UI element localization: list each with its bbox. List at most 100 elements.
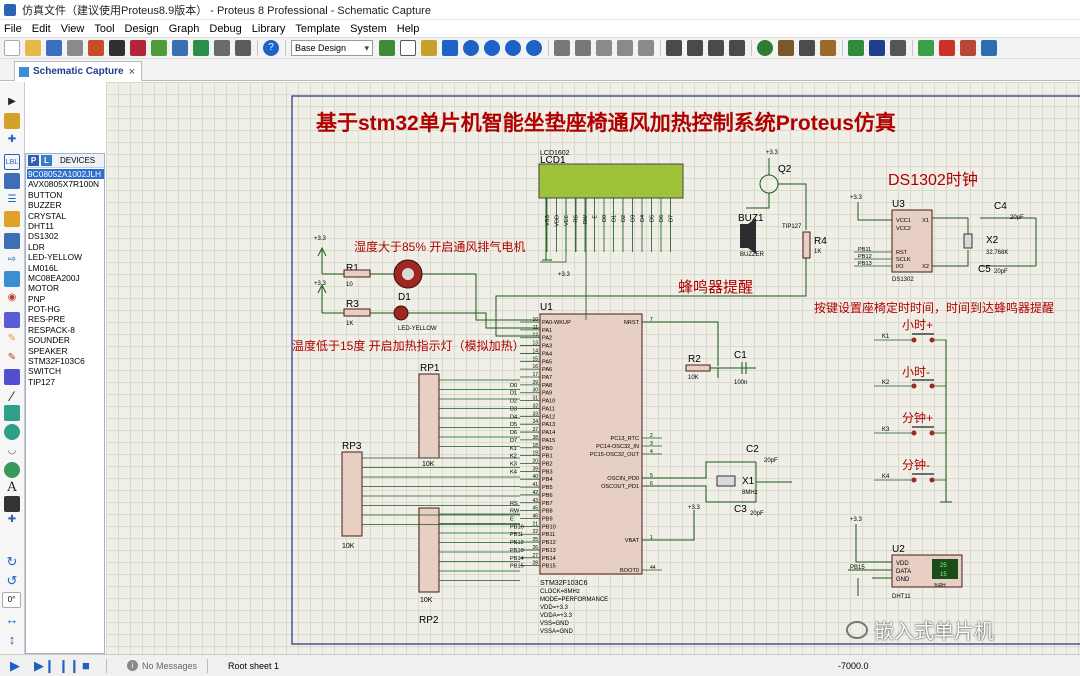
device-item[interactable]: MC08EA200J: [28, 272, 80, 283]
block-move-icon[interactable]: [687, 40, 703, 56]
menu-view[interactable]: View: [60, 22, 85, 35]
menu-edit[interactable]: Edit: [31, 22, 51, 35]
make-device-icon[interactable]: [778, 40, 794, 56]
pan-icon[interactable]: [442, 40, 458, 56]
gerber-icon[interactable]: [172, 40, 188, 56]
closed-path-icon[interactable]: [4, 462, 20, 478]
paste-icon[interactable]: [638, 40, 654, 56]
stop-simulation-icon[interactable]: ■: [82, 657, 90, 673]
step-simulation-icon[interactable]: ▶❙: [34, 657, 55, 673]
remove-sheet-icon[interactable]: [939, 40, 955, 56]
device-item[interactable]: MOTOR: [28, 283, 60, 294]
device-item[interactable]: RESPACK-8: [28, 324, 75, 335]
buzzer[interactable]: [740, 224, 748, 248]
refresh-icon[interactable]: [379, 40, 395, 56]
search-tag-icon[interactable]: [869, 40, 885, 56]
led-yellow[interactable]: [393, 305, 409, 321]
menu-file[interactable]: File: [4, 22, 22, 35]
c1-capacitor[interactable]: [741, 362, 747, 374]
copy-icon[interactable]: [617, 40, 633, 56]
box-icon[interactable]: [4, 405, 20, 421]
subcircuit-icon[interactable]: [4, 211, 20, 227]
rotate-anticlockwise-icon[interactable]: ↺: [6, 573, 18, 588]
menu-tool[interactable]: Tool: [94, 22, 115, 35]
block-rotate-icon[interactable]: [708, 40, 724, 56]
menu-system[interactable]: System: [350, 22, 387, 35]
r1-resistor[interactable]: [343, 269, 371, 278]
device-item[interactable]: BUTTON: [28, 189, 63, 200]
device-item[interactable]: CRYSTAL: [28, 210, 66, 221]
wire-label-icon[interactable]: LBL: [4, 154, 20, 170]
device-item[interactable]: SPEAKER: [28, 345, 68, 356]
device-item[interactable]: LM016L: [28, 262, 59, 273]
exit-parent-icon[interactable]: [960, 40, 976, 56]
library-manager-button[interactable]: L: [41, 155, 52, 166]
menu-debug[interactable]: Debug: [209, 22, 242, 35]
block-copy-icon[interactable]: [666, 40, 682, 56]
device-item[interactable]: BUZZER: [28, 200, 62, 211]
3d-viewer-icon[interactable]: [151, 40, 167, 56]
graph-mode-icon[interactable]: [4, 271, 20, 287]
menu-help[interactable]: Help: [396, 22, 420, 35]
device-item[interactable]: AVX0805X7R100N: [28, 179, 100, 190]
terminals-icon[interactable]: [4, 233, 20, 249]
new-file-icon[interactable]: [4, 40, 20, 56]
generator-icon[interactable]: [4, 312, 20, 328]
tape-recorder-icon[interactable]: ◉: [7, 292, 17, 303]
marker-icon[interactable]: ✚: [7, 514, 17, 525]
rp1-resistor-pack[interactable]: [418, 373, 440, 459]
rp3-resistor-pack[interactable]: [341, 451, 363, 537]
pcb-layout-icon[interactable]: [130, 40, 146, 56]
netlist-icon[interactable]: [981, 40, 997, 56]
package-tool-icon[interactable]: [799, 40, 815, 56]
device-pins-icon[interactable]: ⇨: [7, 254, 17, 265]
device-item[interactable]: DS1302: [28, 231, 59, 242]
component-mode-icon[interactable]: [4, 113, 20, 129]
zoom-area-icon[interactable]: [526, 40, 542, 56]
text-icon[interactable]: A: [7, 480, 17, 495]
ds1302-chip[interactable]: [891, 209, 933, 273]
selection-mode-icon[interactable]: ▶: [8, 96, 16, 107]
import-icon[interactable]: [67, 40, 83, 56]
current-probe-icon[interactable]: ✎: [7, 352, 17, 363]
rotate-clockwise-icon[interactable]: ↻: [6, 554, 18, 569]
arc-icon[interactable]: ◡: [7, 445, 17, 456]
grid-toggle-icon[interactable]: [400, 40, 416, 56]
line-icon[interactable]: ∕: [10, 388, 14, 404]
text-script-icon[interactable]: [4, 173, 20, 189]
zoom-out-icon[interactable]: [484, 40, 500, 56]
device-item[interactable]: DHT11: [28, 220, 54, 231]
redo-icon[interactable]: [575, 40, 591, 56]
run-simulation-icon[interactable]: ▶: [10, 657, 20, 673]
x2-crystal[interactable]: [963, 233, 973, 249]
menu-library[interactable]: Library: [251, 22, 286, 35]
design-variant-select[interactable]: Base Design: [291, 40, 373, 56]
menu-template[interactable]: Template: [295, 22, 341, 35]
mirror-y-icon[interactable]: ↕: [8, 632, 16, 647]
virtual-instruments-icon[interactable]: [4, 369, 20, 385]
stm32-mcu[interactable]: [539, 313, 643, 575]
bom-icon[interactable]: [193, 40, 209, 56]
schematic-icon[interactable]: [109, 40, 125, 56]
origin-icon[interactable]: [421, 40, 437, 56]
device-item[interactable]: TIP127: [28, 376, 56, 387]
rp2-resistor-pack[interactable]: [418, 507, 440, 593]
block-delete-icon[interactable]: [729, 40, 745, 56]
undo-icon[interactable]: [554, 40, 570, 56]
circle-icon[interactable]: [4, 424, 20, 440]
device-item[interactable]: SOUNDER: [28, 335, 70, 346]
zoom-in-icon[interactable]: [463, 40, 479, 56]
pick-device-icon[interactable]: [757, 40, 773, 56]
home-icon[interactable]: [88, 40, 104, 56]
lcd1602-display[interactable]: [538, 163, 684, 199]
cut-icon[interactable]: [596, 40, 612, 56]
source-code-icon[interactable]: [214, 40, 230, 56]
device-item[interactable]: STM32F103C6: [28, 356, 85, 367]
buses-icon[interactable]: ☰: [7, 194, 17, 205]
help-icon[interactable]: ?: [263, 40, 279, 56]
device-item[interactable]: POT-HG: [28, 304, 61, 315]
decompose-icon[interactable]: [820, 40, 836, 56]
save-icon[interactable]: [46, 40, 62, 56]
device-item[interactable]: SWITCH: [28, 366, 62, 377]
r2-resistor[interactable]: [685, 364, 711, 372]
